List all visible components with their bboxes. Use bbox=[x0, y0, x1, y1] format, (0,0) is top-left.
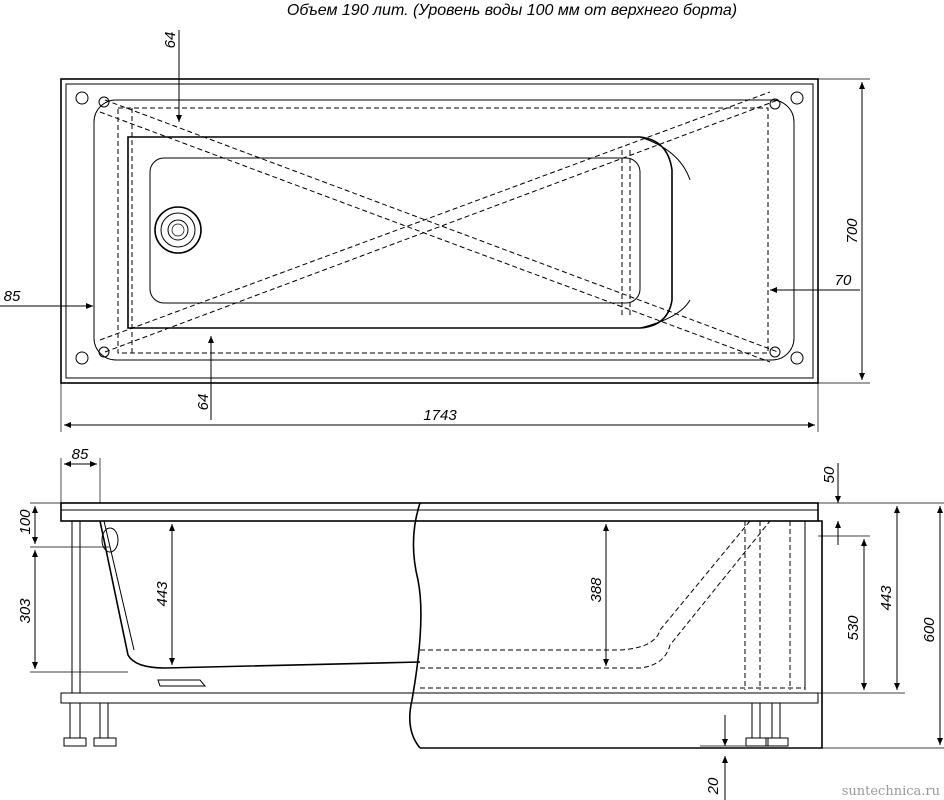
tub-rim-side bbox=[60, 502, 819, 522]
adjustable-foot-icon bbox=[63, 520, 789, 747]
watermark: suntechnica.ru bbox=[842, 784, 940, 799]
tub-outer-rim bbox=[60, 78, 819, 384]
dim-inner-offset-top: 64 bbox=[162, 32, 179, 49]
side-view: 85 50 100 303 443 388 530 443 600 bbox=[17, 446, 944, 800]
dim-water-depth: 388 bbox=[588, 577, 605, 603]
drain-icon bbox=[154, 206, 202, 254]
frame-cross-braces bbox=[99, 91, 779, 363]
dim-tub-height: 443 bbox=[878, 585, 895, 611]
dim-panel-height: 530 bbox=[845, 615, 862, 641]
dim-rim-top: 50 bbox=[821, 466, 838, 483]
corner-bracket-icon bbox=[75, 91, 804, 365]
basin-outline bbox=[127, 136, 673, 329]
dim-length: 1743 bbox=[423, 407, 457, 424]
dim-inner-depth: 443 bbox=[154, 581, 171, 607]
dim-top-left-edge: 85 bbox=[4, 288, 21, 305]
dim-rim-height: 100 bbox=[17, 509, 34, 535]
dim-side-left-edge: 85 bbox=[72, 446, 89, 463]
capacity-caption: Объем 190 лит. (Уровень воды 100 мм от в… bbox=[287, 2, 737, 19]
dim-top-right-edge: 70 bbox=[835, 272, 852, 289]
dim-foot-adjust: 20 bbox=[705, 777, 722, 795]
dim-width: 700 bbox=[844, 218, 861, 244]
dim-inner-offset-bottom: 64 bbox=[195, 394, 212, 411]
top-view: 64 64 85 70 700 1743 bbox=[0, 30, 870, 432]
dim-total-height: 600 bbox=[921, 617, 938, 643]
dim-leg-height: 303 bbox=[17, 598, 34, 624]
